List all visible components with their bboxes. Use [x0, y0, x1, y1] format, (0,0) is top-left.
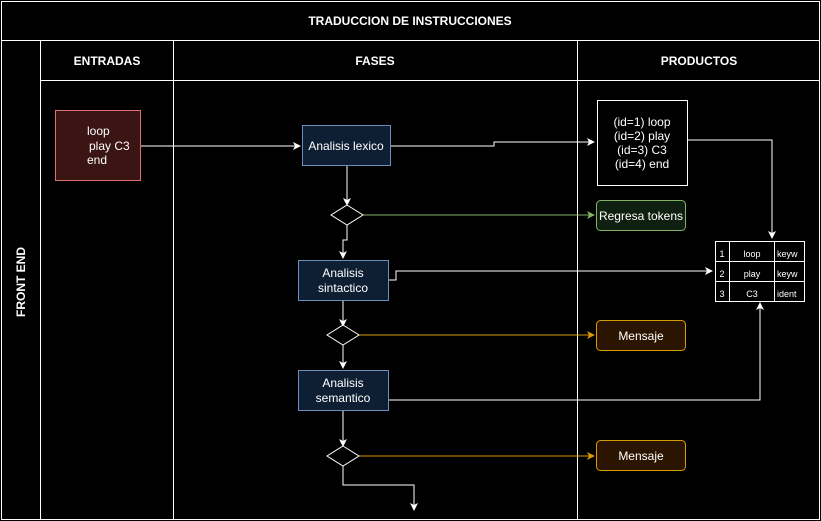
table-row-3-type: ident: [777, 289, 797, 299]
connectors: [141, 138, 776, 511]
phase-sintactico[interactable]: Analisis sintactico: [298, 260, 389, 301]
regresa-tokens-box[interactable]: Regresa tokens: [596, 200, 686, 231]
table-row-2-name: play: [744, 269, 761, 279]
regresa-tokens-label: Regresa tokens: [599, 209, 683, 223]
column-header-entradas: ENTRADAS: [74, 54, 141, 68]
mensaje-label-2: Mensaje: [618, 449, 664, 463]
decision-gate-1[interactable]: [330, 204, 364, 226]
input-line-3: end: [87, 153, 107, 167]
edge-gate3-continue: [342, 466, 418, 511]
diagram-title: TRADUCCION DE INSTRUCCIONES: [308, 14, 511, 28]
token-4: (id=4) end: [615, 157, 669, 171]
phase-lexico[interactable]: Analisis lexico: [302, 125, 391, 166]
edge-tokens-to-table: [688, 139, 776, 239]
input-line-2: play C3: [89, 139, 130, 153]
phase-semantico[interactable]: Analisis semantico: [298, 370, 389, 411]
table-row-2-n: 2: [719, 269, 724, 279]
mensaje-box-2[interactable]: Mensaje: [596, 440, 686, 471]
edge-sintactico-to-table: [389, 267, 713, 281]
column-header-productos: PRODUCTOS: [661, 54, 737, 68]
edge-lexico-to-tokens: [391, 138, 595, 147]
edge-semantico-to-table: [389, 302, 764, 401]
phase-semantico-label-1: Analisis: [322, 376, 363, 390]
edge-gate1-to-sintactico: [339, 225, 348, 259]
phase-semantico-label-2: semantico: [316, 391, 371, 405]
decision-gate-3[interactable]: [326, 445, 360, 467]
phase-lexico-label: Analisis lexico: [308, 139, 384, 153]
table-row-3-name: C3: [746, 289, 758, 299]
phase-sintactico-label-1: Analisis: [322, 266, 363, 280]
token-2: (id=2) play: [614, 129, 670, 143]
token-list-box[interactable]: (id=1) loop (id=2) play (id=3) C3 (id=4)…: [597, 100, 688, 186]
table-row-1-name: loop: [743, 249, 760, 259]
symbol-table[interactable]: 1 loop keyw 2 play keyw 3 C3 ident: [715, 241, 805, 302]
mensaje-label-1: Mensaje: [618, 329, 664, 343]
table-row-1-n: 1: [719, 249, 724, 259]
column-header-fases: FASES: [355, 54, 394, 68]
table-row-2-type: keyw: [777, 269, 798, 279]
input-box[interactable]: loop play C3 end: [55, 110, 141, 181]
table-row-1-type: keyw: [777, 249, 798, 259]
token-3: (id=3) C3: [617, 143, 667, 157]
phase-sintactico-label-2: sintactico: [318, 281, 368, 295]
table-row-3-n: 3: [719, 289, 724, 299]
token-1: (id=1) loop: [613, 115, 670, 129]
lane-label: FRONT END: [14, 247, 28, 317]
decision-gate-2[interactable]: [326, 324, 360, 346]
input-line-1: loop: [87, 124, 110, 138]
mensaje-box-1[interactable]: Mensaje: [596, 320, 686, 351]
